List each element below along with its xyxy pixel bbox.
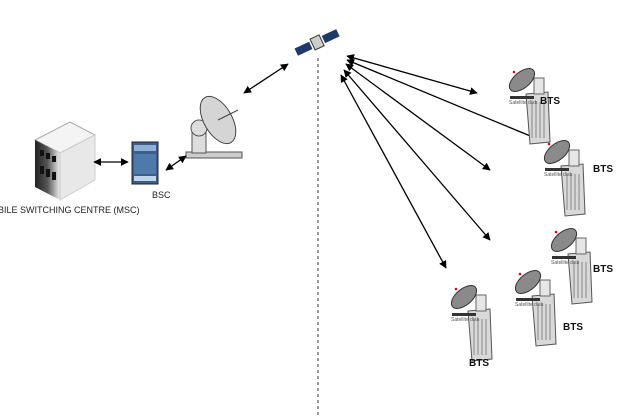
dish-label: Satellite dish [451,317,480,323]
dish-label: Satellite dish [509,100,538,106]
satellite-dish-icon [514,270,542,301]
msc-label: BILE SWITCHING CENTRE (MSC) [0,205,140,215]
satellite-dish-icon [550,228,578,259]
bts-tower-icon [531,279,557,347]
satellite-icon [294,29,340,56]
dish-label: Satellite dish [515,302,544,308]
bsc-cabinet-icon [131,141,159,185]
bts-label: BTS [563,322,583,333]
bts-site-2: Satellite dish BTS [543,140,613,217]
link-bsc-dish [165,155,187,171]
link-satellite-bts-5 [340,74,447,269]
bts-tower-icon [567,237,593,305]
bts-tower-icon [560,149,586,217]
bts-label: BTS [540,96,560,107]
bts-tower-icon [467,294,493,362]
dish-label: Satellite dish [544,172,573,178]
satellite-dish-icon [508,68,536,99]
bts-tower-icon [525,77,551,145]
satellite-dish-icon [450,285,478,316]
bts-label: BTS [469,358,489,369]
bts-label: BTS [593,264,613,275]
link-dish-satellite [243,63,289,94]
link-satellite-bts-3 [345,63,491,171]
dish-label: Satellite dish [551,260,580,266]
ground-station-dish-icon [185,95,243,159]
msc-building-icon [33,121,97,201]
satellite-dish-icon [543,140,571,171]
bsc-label: BSC [152,190,171,200]
bts-label: BTS [593,164,613,175]
